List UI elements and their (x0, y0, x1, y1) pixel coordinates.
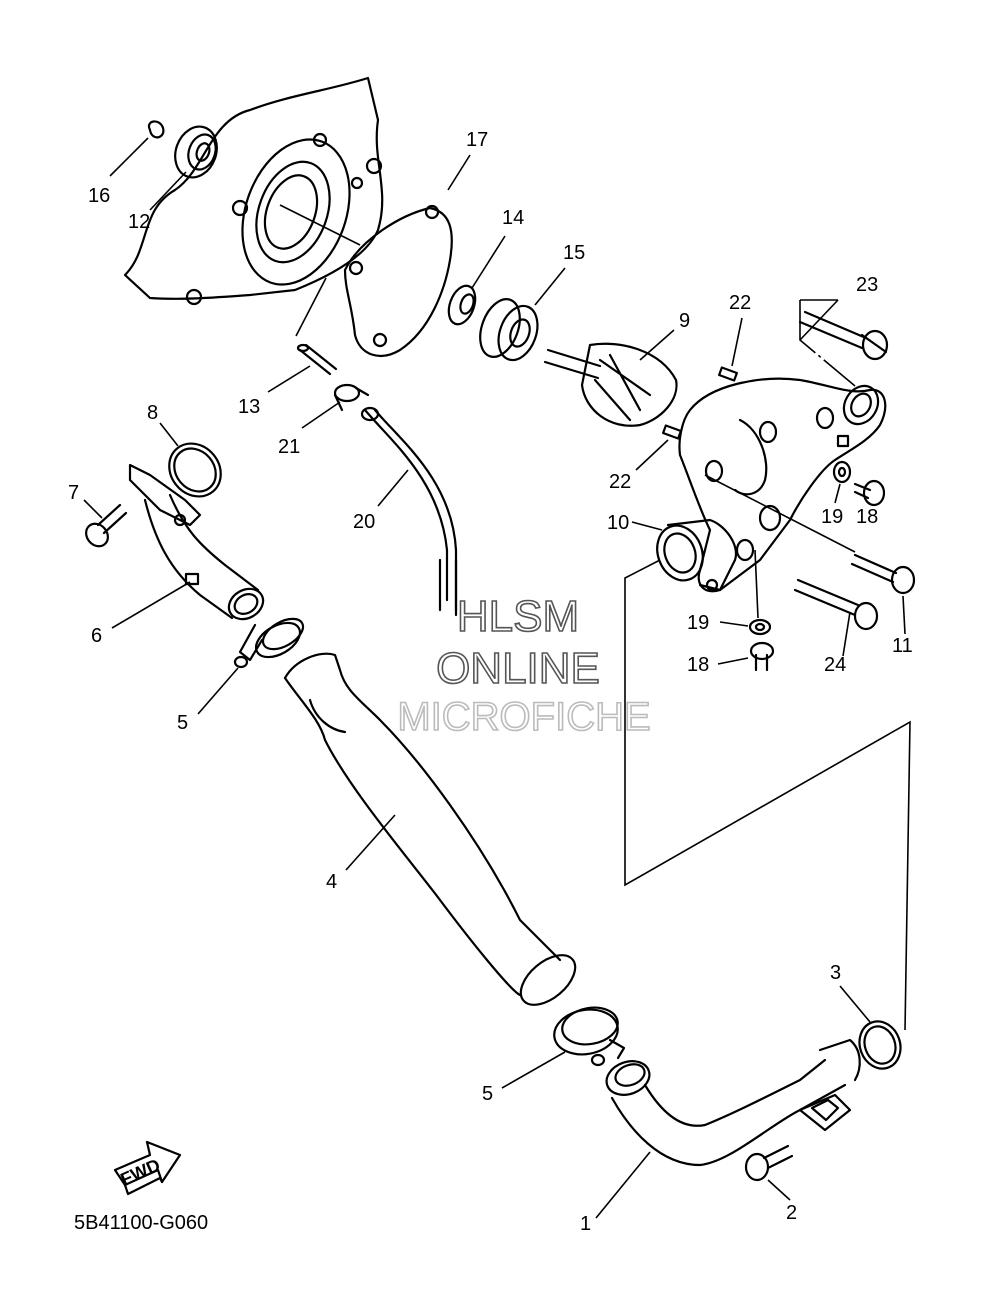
callout-2: 2 (786, 1202, 797, 1224)
dowel-pin (267, 277, 338, 393)
bolt-7 (83, 499, 128, 548)
bolt-23 (798, 310, 889, 361)
watermark-line-2: ONLINE (436, 644, 600, 693)
bearing (174, 125, 218, 179)
callout-8: 8 (147, 402, 158, 424)
dowel-pins-22 (635, 317, 743, 471)
o-ring-3 (839, 985, 902, 1070)
washer-19-lower (719, 549, 772, 636)
bolt-18-upper (853, 479, 886, 507)
hose-clamp-upper (197, 617, 305, 715)
callout-9: 9 (679, 310, 690, 332)
oil-seal (447, 235, 506, 326)
watermark-line-1: HLSM (457, 592, 579, 641)
callout-1: 1 (580, 1213, 591, 1235)
callout-22-top: 22 (729, 292, 751, 314)
frame-23 (799, 299, 839, 341)
callout-23: 23 (856, 274, 878, 296)
joint-pipe-6 (111, 463, 265, 629)
water-pump-housing (678, 377, 887, 593)
washer-19-upper (832, 460, 852, 504)
o-ring-8 (159, 422, 222, 498)
callout-22-bottom: 22 (609, 471, 631, 493)
callout-5-lower: 5 (482, 1083, 493, 1105)
bolt-24 (793, 578, 879, 657)
hose-clamp-lower (501, 1006, 626, 1089)
fwd-arrow-icon: FWD (113, 1140, 182, 1196)
callout-3: 3 (830, 962, 841, 984)
callout-18-upper: 18 (856, 506, 878, 528)
frame-10-3 (624, 559, 911, 1031)
mechanical-seal (479, 267, 566, 362)
watermark-line-3: MICROFICHE (397, 695, 650, 739)
callout-11: 11 (892, 635, 913, 657)
callout-14: 14 (502, 207, 524, 229)
callout-17: 17 (466, 129, 488, 151)
callout-19-lower: 19 (687, 612, 709, 634)
gasket (279, 154, 471, 357)
callout-15: 15 (563, 242, 585, 264)
crankcase-cover (123, 76, 384, 306)
callout-21: 21 (278, 436, 300, 458)
callout-4: 4 (326, 871, 337, 893)
callout-7: 7 (68, 482, 79, 504)
callout-24: 24 (824, 654, 846, 676)
circlip (109, 120, 165, 177)
impeller (543, 329, 678, 427)
callout-13: 13 (238, 396, 260, 418)
breather-hose (360, 406, 458, 617)
callout-20: 20 (353, 511, 375, 533)
bolt-18-lower (717, 641, 775, 672)
outlet-pipe (631, 518, 738, 592)
callout-5-upper: 5 (177, 712, 188, 734)
callout-16: 16 (88, 185, 110, 207)
callout-6: 6 (91, 625, 102, 647)
callout-19-upper: 19 (821, 506, 843, 528)
leader-12 (149, 171, 187, 211)
diagram-code: 5B41100-G060 (74, 1212, 208, 1234)
callout-18-lower: 18 (687, 654, 709, 676)
bolt-11 (850, 553, 916, 635)
hose-clamp-small (301, 383, 370, 429)
lower-pipe (595, 1038, 861, 1219)
callout-10: 10 (607, 512, 629, 534)
radiator-hose (283, 652, 577, 1006)
bolt-2 (744, 1144, 794, 1201)
callout-12: 12 (128, 211, 150, 233)
